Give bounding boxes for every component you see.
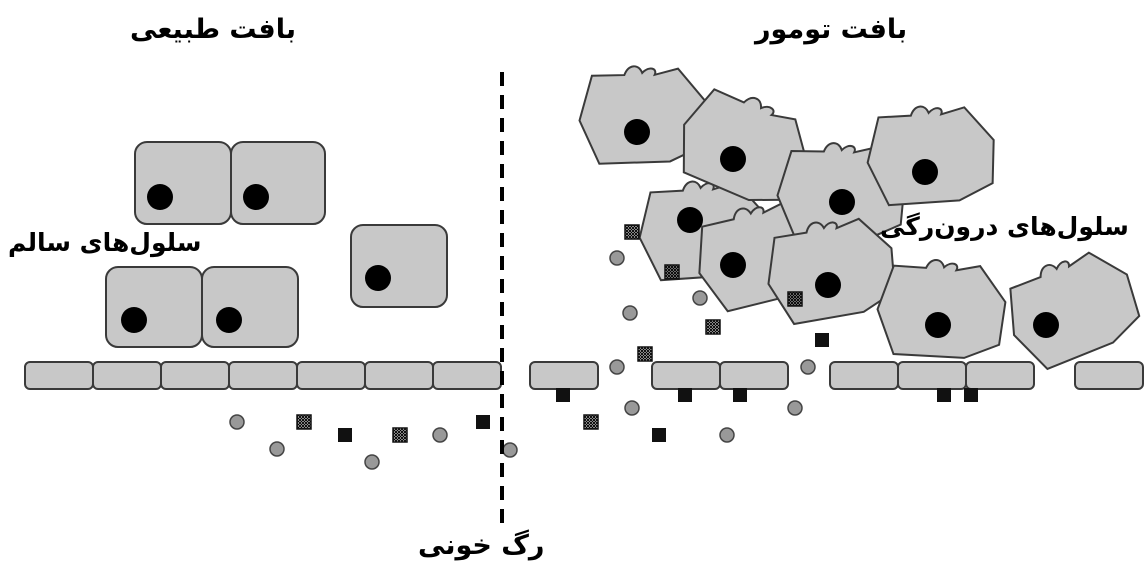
normal-tissue-label: بافت طبیعی xyxy=(130,14,296,45)
nucleus xyxy=(1033,312,1059,338)
healthy-cell xyxy=(201,266,299,348)
tumor-cell xyxy=(991,231,1146,385)
nucleus xyxy=(720,146,746,172)
particle-circle xyxy=(269,441,285,457)
healthy-cell xyxy=(230,141,326,225)
endothelial-cell xyxy=(529,361,599,390)
endothelial-cells-label: سلول‌های درون‌رگی xyxy=(880,212,1129,241)
nucleus xyxy=(829,189,855,215)
healthy-cell xyxy=(105,266,203,348)
particle-hatched xyxy=(624,224,640,240)
nucleus xyxy=(365,265,391,291)
particle-circle xyxy=(609,359,625,375)
endothelial-cell xyxy=(651,361,721,390)
particle-square xyxy=(815,333,829,347)
endothelial-cell xyxy=(897,361,967,390)
endothelial-cell xyxy=(228,361,298,390)
particle-square xyxy=(338,428,352,442)
particle-circle xyxy=(624,400,640,416)
particle-circle xyxy=(719,427,735,443)
nucleus xyxy=(243,184,269,210)
particle-group-circle xyxy=(229,250,816,470)
endothelial-cell xyxy=(364,361,434,390)
nucleus xyxy=(720,252,746,278)
endothelial-cell xyxy=(1074,361,1144,390)
nucleus xyxy=(216,307,242,333)
nucleus xyxy=(121,307,147,333)
nucleus xyxy=(147,184,173,210)
particle-circle xyxy=(622,305,638,321)
particle-square xyxy=(937,388,951,402)
nucleus xyxy=(925,312,951,338)
particle-hatched xyxy=(664,264,680,280)
endothelial-cell xyxy=(432,361,502,390)
endothelial-cell xyxy=(829,361,899,390)
particle-square xyxy=(964,388,978,402)
nucleus xyxy=(677,207,703,233)
particle-square xyxy=(678,388,692,402)
vessel-wall-normal xyxy=(24,361,502,390)
particle-circle xyxy=(229,414,245,430)
endothelial-cell xyxy=(296,361,366,390)
endothelial-cell xyxy=(24,361,94,390)
healthy-cell xyxy=(134,141,232,225)
particle-circle xyxy=(787,400,803,416)
particle-hatched xyxy=(392,427,408,443)
particle-group-square xyxy=(338,333,978,442)
nucleus xyxy=(815,272,841,298)
endothelial-cell xyxy=(719,361,789,390)
particle-square xyxy=(652,428,666,442)
particle-circle xyxy=(609,250,625,266)
particle-square xyxy=(476,415,490,429)
particle-group-hatched xyxy=(296,224,803,443)
particle-circle xyxy=(502,442,518,458)
particle-hatched xyxy=(296,414,312,430)
tumor-tissue-label: بافت تومور xyxy=(755,14,908,45)
tumor-cell xyxy=(872,253,1011,367)
healthy-cells-label: سلول‌های سالم xyxy=(8,228,202,257)
particle-hatched xyxy=(705,319,721,335)
particle-circle xyxy=(432,427,448,443)
particle-hatched xyxy=(787,291,803,307)
particle-square xyxy=(733,388,747,402)
healthy-cell xyxy=(350,224,448,308)
tumor-cell-group xyxy=(570,53,1146,385)
particle-hatched xyxy=(583,414,599,430)
endothelial-cell xyxy=(965,361,1035,390)
healthy-cell-group xyxy=(105,141,448,348)
nucleus xyxy=(912,159,938,185)
particle-circle xyxy=(800,359,816,375)
particle-square xyxy=(556,388,570,402)
endothelial-cell xyxy=(92,361,162,390)
blood-vessel-label: رگ خونی xyxy=(418,530,545,561)
endothelial-cell xyxy=(160,361,230,390)
vessel-wall-tumor xyxy=(529,361,1144,390)
particle-hatched xyxy=(637,346,653,362)
particle-circle xyxy=(364,454,380,470)
particle-circle xyxy=(692,290,708,306)
nucleus xyxy=(624,119,650,145)
